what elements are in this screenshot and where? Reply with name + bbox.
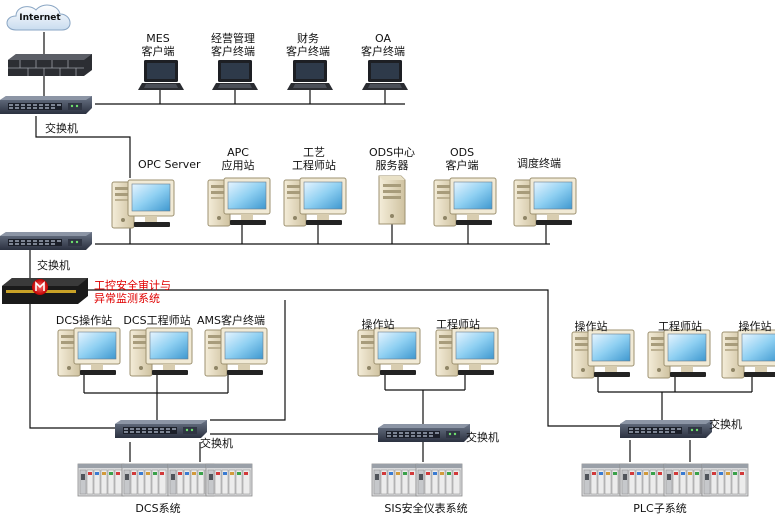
- sis-rack-icon-1: [371, 463, 419, 497]
- desktop-icon-dispatch: [513, 177, 577, 227]
- sis-system-label: SIS安全仪表系统: [384, 502, 468, 515]
- dcs-rack-icon-1: [77, 463, 125, 497]
- dcs-rack-icon-2: [121, 463, 169, 497]
- desktop-icon-ods-client: [433, 177, 497, 227]
- dcs-station-label-2: DCS工程师站: [123, 314, 191, 327]
- laptop-icon-finance: [287, 60, 333, 90]
- dcs-system-label: DCS系统: [135, 502, 181, 515]
- plc-rack-icon-2: [619, 463, 667, 497]
- server-label-process-engineer: 工艺工程师站: [292, 146, 336, 172]
- desktop-icon-sis-engineer: [435, 327, 499, 377]
- desktop-icon-process-engineer: [283, 177, 347, 227]
- plc-rack-icon-4: [701, 463, 749, 497]
- desktop-icon-dcs-operator: [57, 327, 121, 377]
- desktop-icon-sis-operator: [357, 327, 421, 377]
- connection-lines: [29, 32, 753, 462]
- top-switch-label: 交换机: [45, 122, 78, 135]
- desktop-icon-dcs-engineer: [129, 327, 193, 377]
- dcs-station-label-3: AMS客户终端: [197, 314, 265, 327]
- desktop-icon-plc-engineer: [647, 329, 711, 379]
- audit-system-label: 工控安全审计与异常监测系统: [94, 279, 171, 305]
- server-label-dispatch: 调度终端: [517, 157, 561, 170]
- desktop-icon-opc-server: [111, 179, 175, 229]
- audit-appliance-icon: [2, 278, 88, 304]
- dcs-station-label-1: DCS操作站: [55, 314, 113, 327]
- dcs-rack-icon-4: [205, 463, 253, 497]
- plc-station-label-2: 工程师站: [658, 320, 702, 333]
- desktop-icon-ams: [204, 327, 268, 377]
- desktop-icon-apc: [207, 177, 271, 227]
- desktop-icon-plc-operator-1: [571, 329, 635, 379]
- laptop-icon-oa: [362, 60, 408, 90]
- laptop-icon-mes: [138, 60, 184, 90]
- office-client-label-finance: 财务客户终端: [286, 32, 330, 58]
- sis-station-label-1: 操作站: [361, 318, 395, 331]
- sis-rack-icon-2: [415, 463, 463, 497]
- mid-switch-icon: [0, 232, 92, 250]
- sis-switch-label: 交换机: [466, 431, 499, 444]
- plc-station-label-3: 操作站: [738, 320, 772, 333]
- firewall-icon: [8, 54, 92, 76]
- office-client-label-business: 经营管理客户终端: [211, 32, 255, 58]
- laptop-icon-business: [212, 60, 258, 90]
- plc-station-label-1: 操作站: [574, 320, 608, 333]
- dcs-switch-icon: [115, 420, 207, 438]
- dcs-switch-label: 交换机: [200, 437, 233, 450]
- sis-station-label-2: 工程师站: [436, 318, 480, 331]
- internet-cloud-icon: [6, 4, 71, 31]
- server-label-ods-center: ODS中心服务器: [368, 146, 416, 172]
- plc-switch-label: 交换机: [709, 418, 742, 431]
- plc-system-label: PLC子系统: [633, 502, 687, 515]
- server-label-opc: OPC Server: [138, 158, 201, 171]
- mid-switch-label: 交换机: [37, 259, 70, 272]
- sis-switch-icon: [378, 424, 470, 442]
- plc-switch-icon: [620, 420, 712, 438]
- top-switch-icon: [0, 96, 92, 114]
- desktop-icon-plc-operator-2: [721, 329, 775, 379]
- internet-label: Internet: [19, 13, 61, 23]
- server-tower-icon-ods: [378, 175, 406, 225]
